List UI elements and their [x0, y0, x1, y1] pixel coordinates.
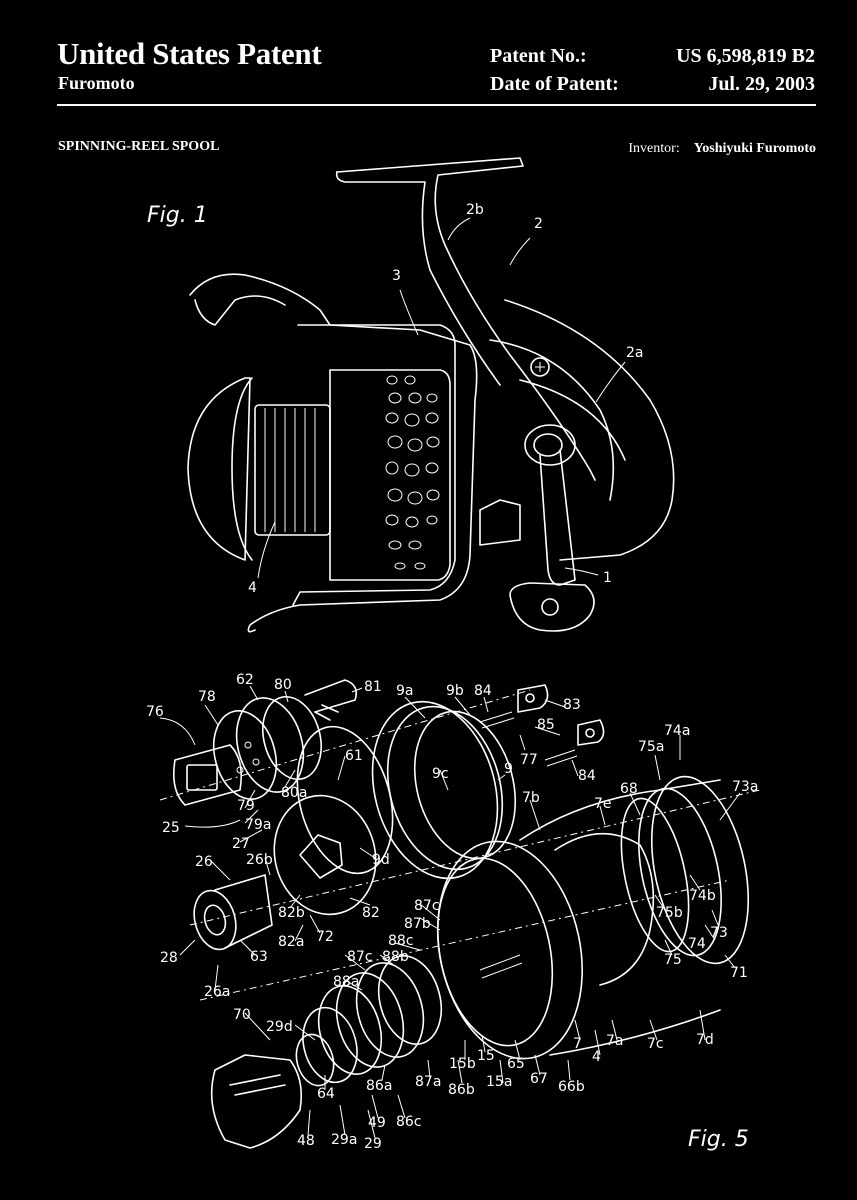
header-divider [57, 104, 816, 106]
fig5-ref-label: 78 [198, 689, 216, 705]
fig1-ref-label: 2b [466, 202, 484, 218]
fig5-ref-label: 87c [347, 949, 373, 965]
fig5-ref-label: 28 [160, 950, 178, 966]
fig5-ref-label: 26b [246, 852, 273, 868]
fig5-ref-label: 75a [638, 739, 664, 755]
fig5-ref-label: 86a [366, 1078, 392, 1094]
fig5-ref-label: 15 [477, 1048, 495, 1064]
fig5-ref-label: 87c [414, 898, 440, 914]
fig5-ref-label: 73a [732, 779, 758, 795]
fig5-ref-label: 29a [331, 1132, 357, 1148]
fig5-ref-label: 84 [578, 768, 596, 784]
fig5-ref-label: 66b [558, 1079, 585, 1095]
fig5-ref-label: 9b [446, 683, 464, 699]
fig5-ref-label: 49 [368, 1115, 386, 1131]
fig5-ref-label: 9a [396, 683, 414, 699]
fig5-ref-label: 7e [594, 796, 612, 812]
inventor-short-name: Furomoto [58, 73, 135, 93]
fig5-ref-label: 7c [647, 1036, 664, 1052]
fig5-ref-label: 74b [689, 888, 716, 904]
fig5-ref-label: 26a [204, 984, 230, 1000]
fig5-ref-label: 70 [233, 1007, 251, 1023]
fig5-ref-label: 82 [362, 905, 380, 921]
fig5-ref-label: 79a [245, 817, 271, 833]
fig5-ref-label: 88a [333, 974, 359, 990]
patent-office-title: United States Patent [57, 36, 322, 71]
fig5-ref-label: 76 [146, 704, 164, 720]
fig5-ref-label: 88c [388, 933, 414, 949]
fig5-ref-label: 74a [664, 723, 690, 739]
fig5-ref-label: 80 [274, 677, 292, 693]
fig5-ref-label: 75 [664, 952, 682, 968]
fig5-ref-label: 85 [537, 717, 555, 733]
fig1-ref-label: 2a [626, 345, 644, 361]
inventor-name: Yoshiyuki Furomoto [693, 141, 816, 156]
fig5-ref-label: 29 [364, 1136, 382, 1152]
fig5-ref-label: 7a [606, 1033, 624, 1049]
fig5-ref-label: 61 [345, 748, 363, 764]
fig5-ref-label: 82b [278, 905, 305, 921]
fig5-ref-label: 7d [696, 1032, 714, 1048]
patent-number-value: US 6,598,819 B2 [676, 45, 815, 67]
patent-number-label: Patent No.: [490, 45, 587, 67]
fig5-ref-label: 9d [372, 852, 390, 868]
fig5-ref-label: 62 [236, 672, 254, 688]
fig5-ref-label: 64 [317, 1086, 335, 1102]
fig5-ref-label: 75b [656, 905, 683, 921]
inventor-label: Inventor: [628, 141, 680, 156]
fig5-caption: Fig. 5 [688, 1127, 749, 1152]
fig5-ref-label: 86c [396, 1114, 422, 1130]
fig1-ref-label: 3 [392, 268, 401, 284]
fig5-ref-label: 77 [520, 752, 538, 768]
spool-skirt-holes [385, 375, 440, 570]
fig5-ref-label: 27 [232, 836, 250, 852]
date-of-patent-value: Jul. 29, 2003 [708, 73, 815, 95]
fig1-caption: Fig. 1 [147, 203, 208, 228]
fig5-ref-label: 48 [297, 1133, 315, 1149]
fig5-ref-label: 79 [237, 798, 255, 814]
fig5-ref-label: 82a [278, 934, 304, 950]
fig5-ref-label: 80a [281, 785, 307, 801]
date-of-patent-label: Date of Patent: [490, 73, 619, 95]
fig5-ref-label: 83 [563, 697, 581, 713]
fig5-ref-label: 15b [449, 1056, 476, 1072]
fig5-leader-lines [159, 685, 741, 1139]
fig5-ref-label: 63 [250, 949, 268, 965]
fig5-ref-label: 86b [448, 1082, 475, 1098]
fig5-ref-label: 87b [404, 916, 431, 932]
fig5-ref-label: 74 [688, 936, 706, 952]
fig5-ref-label: 7 [573, 1036, 582, 1052]
fig5-ref-label: 26 [195, 854, 213, 870]
fig1-ref-label: 2 [534, 216, 543, 232]
patent-subject: SPINNING-REEL SPOOL [58, 139, 220, 154]
fig5-ref-label: 7b [522, 790, 540, 806]
fig5-ref-label: 25 [162, 820, 180, 836]
fig5-ref-label: 67 [530, 1071, 548, 1087]
fig5-ref-label: 87a [415, 1074, 441, 1090]
fig5-ref-label: 29d [266, 1019, 293, 1035]
fig5-ref-label: 73 [710, 925, 728, 941]
fig5-ref-label: 68 [620, 781, 638, 797]
fig1-ref-label: 4 [248, 580, 257, 596]
fig5-ref-label: 15a [486, 1074, 512, 1090]
fig1-ref-label: 1 [603, 570, 612, 586]
spool-line-winding [264, 408, 316, 532]
fig5-ref-label: 9c [432, 766, 449, 782]
fig5-ref-label: 72 [316, 929, 334, 945]
inventor-line: Inventor: Yoshiyuki Furomoto [628, 141, 816, 157]
fig5-ref-label: 4 [592, 1049, 601, 1065]
fig5-ref-label: 65 [507, 1056, 525, 1072]
fig5-ref-label: 88b [382, 949, 409, 965]
fig5-ref-label: 71 [730, 965, 748, 981]
fig5-ref-label: 84 [474, 683, 492, 699]
fig5-ref-label: 9 [504, 761, 513, 777]
fig5-ref-label: 81 [364, 679, 382, 695]
